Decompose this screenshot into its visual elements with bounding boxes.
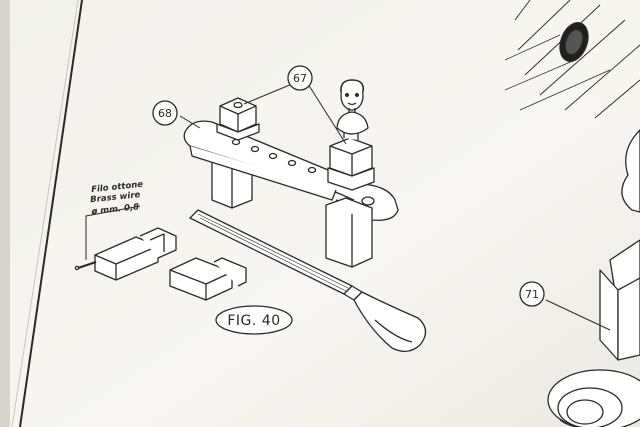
page-border-shadow bbox=[11, 0, 79, 427]
log-top-right bbox=[504, 0, 640, 120]
left-shadow bbox=[0, 0, 10, 427]
wire-leader-line bbox=[85, 205, 141, 260]
figure-label-oval bbox=[215, 305, 293, 335]
left-top-block bbox=[216, 97, 260, 141]
right-top-block bbox=[327, 131, 375, 191]
callout-71: 71 bbox=[525, 288, 539, 301]
leader-71 bbox=[545, 299, 611, 331]
right-post bbox=[325, 197, 373, 268]
callout-71-circle bbox=[519, 281, 545, 307]
page-border-line bbox=[19, 0, 83, 427]
file-tool bbox=[189, 209, 427, 352]
small-block-right bbox=[169, 257, 247, 301]
leader-67-left bbox=[243, 83, 293, 105]
figure-label: FIG. 40 bbox=[227, 313, 280, 329]
callout-68-circle bbox=[152, 100, 178, 126]
wire-note: Filo ottone Brass wire ø mm. 0,8 bbox=[90, 180, 144, 218]
clamp-bar-68 bbox=[183, 120, 399, 221]
part-71-assembly bbox=[547, 129, 640, 427]
callout-68: 68 bbox=[158, 107, 172, 120]
leader-68 bbox=[179, 115, 201, 129]
callout-67: 67 bbox=[293, 72, 307, 85]
callout-67-circle bbox=[287, 65, 313, 91]
bust-figurine bbox=[336, 79, 369, 135]
leader-67-right bbox=[307, 83, 347, 145]
wire-piece bbox=[74, 227, 177, 281]
